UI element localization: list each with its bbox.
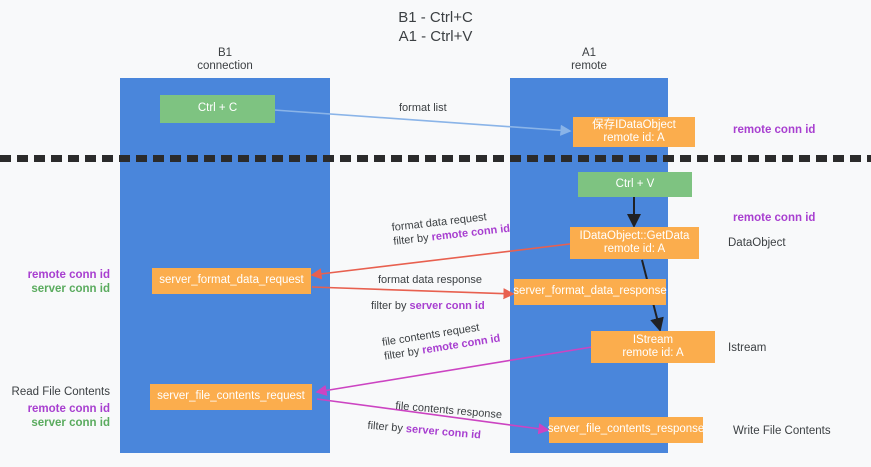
title-line-2: A1 - Ctrl+V — [398, 28, 473, 45]
column-header-right: A1 remote — [510, 47, 668, 73]
arrow-file-contents-response — [316, 398, 550, 435]
annotation-right-istream: Istream — [728, 342, 767, 354]
title-line-1: B1 - Ctrl+C — [398, 9, 473, 26]
column-header-right-role: remote — [571, 60, 607, 72]
filter-prefix: filter by — [367, 419, 407, 435]
page-title: B1 - Ctrl+C A1 - Ctrl+V — [0, 8, 871, 46]
node-ctrl-v-label: Ctrl + V — [615, 177, 655, 190]
arrow-format-list — [273, 109, 572, 136]
node-server-format-data-response-label: server_format_data_response — [513, 285, 667, 298]
node-getdata-line2: remote id: A — [603, 243, 666, 255]
phase-divider — [0, 155, 871, 162]
annotation-left-bot-remote-conn-id: remote conn id — [27, 403, 110, 415]
node-server-format-data-request-label: server_format_data_request — [159, 274, 304, 287]
node-ctrl-c[interactable]: Ctrl + C — [160, 95, 275, 123]
node-idataobject-getdata[interactable]: IDataObject::GetData remote id: A — [570, 227, 699, 259]
node-server-file-contents-request-label: server_file_contents_request — [157, 390, 305, 403]
annotation-left-mid-conn-ids: remote conn id server conn id — [0, 268, 110, 296]
node-server-file-contents-request[interactable]: server_file_contents_request — [150, 384, 312, 410]
node-istream[interactable]: IStream remote id: A — [591, 331, 715, 363]
annotation-left-bot-conn-ids: remote conn id server conn id — [0, 402, 110, 430]
node-istream-line1: IStream — [632, 333, 674, 346]
edge-label-format-data-response-main: format data response — [378, 274, 482, 286]
edge-label-format-data-response: format data response filter by server co… — [371, 273, 485, 313]
annotation-right-mid-remote-conn-id: remote conn id — [733, 212, 816, 224]
node-save-idataobject-line1: 保存IDataObject — [592, 118, 676, 131]
edge-label-format-data-response-filter: filter by server conn id — [371, 299, 485, 313]
node-server-format-data-request[interactable]: server_format_data_request — [152, 268, 311, 294]
column-header-left-role: connection — [197, 60, 253, 72]
node-istream-line2: remote id: A — [622, 347, 684, 359]
node-server-file-contents-response-label: server_file_contents_response — [547, 423, 705, 436]
node-save-idataobject-line2: remote id: A — [603, 132, 665, 144]
node-server-file-contents-response[interactable]: server_file_contents_response — [547, 417, 705, 443]
filter-key-server-conn-id: server conn id — [409, 300, 485, 312]
annotation-right-dataobject: DataObject — [728, 237, 786, 249]
annotation-left-mid-server-conn-id: server conn id — [31, 283, 110, 295]
arrow-format-data-response — [311, 286, 515, 300]
edge-label-format-list-text: format list — [399, 102, 447, 114]
node-getdata-line1: IDataObject::GetData — [579, 229, 690, 242]
annotation-left-bot-server-conn-id: server conn id — [31, 417, 110, 429]
annotation-left-read-file-contents: Read File Contents — [11, 386, 110, 398]
node-ctrl-c-label: Ctrl + C — [197, 102, 238, 115]
arrow-file-contents-request — [315, 346, 593, 396]
node-server-format-data-response[interactable]: server_format_data_response — [513, 279, 667, 305]
column-header-right-name: A1 — [581, 47, 597, 59]
column-header-left-name: B1 — [217, 47, 233, 59]
annotation-left-mid-remote-conn-id: remote conn id — [27, 269, 110, 281]
arrow-format-data-request — [310, 242, 579, 280]
node-save-idataobject[interactable]: 保存IDataObject remote id: A — [573, 117, 695, 147]
column-header-left: B1 connection — [120, 47, 330, 73]
annotation-right-top-remote-conn-id: remote conn id — [733, 124, 816, 136]
edge-label-format-list: format list — [399, 101, 447, 115]
filter-prefix: filter by — [371, 300, 410, 312]
node-ctrl-v[interactable]: Ctrl + V — [578, 172, 692, 197]
annotation-right-write-file-contents: Write File Contents — [733, 425, 831, 437]
